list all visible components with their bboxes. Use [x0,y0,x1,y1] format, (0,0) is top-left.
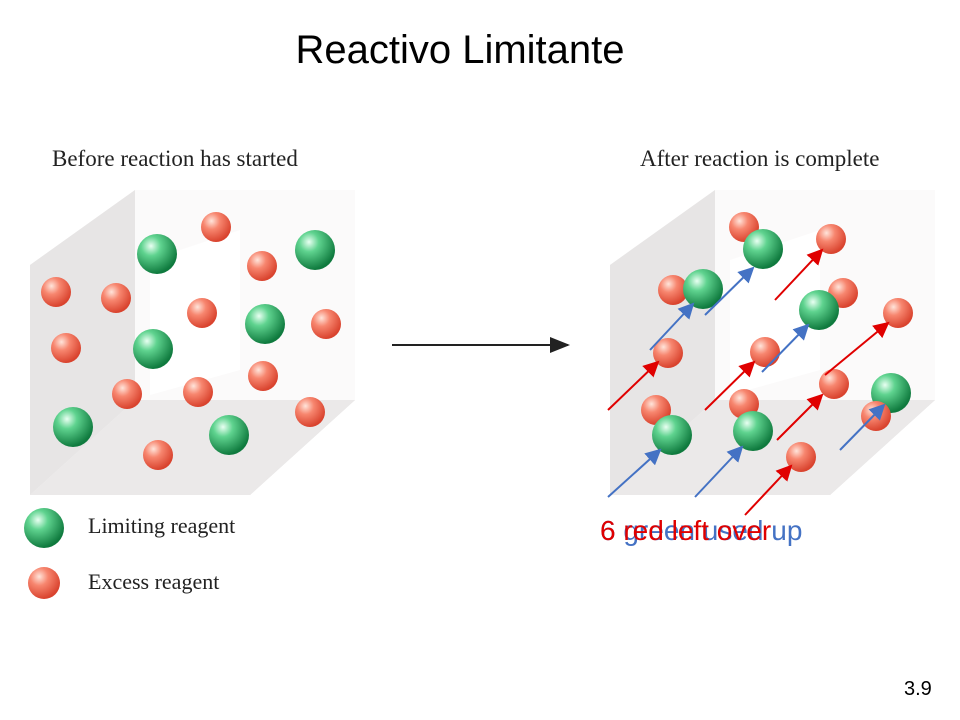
blue-arrow [839,403,886,451]
red-sphere [750,337,780,367]
red-arrow [824,321,890,376]
green-sphere [295,230,335,270]
red-sphere [883,298,913,328]
green-sphere [133,329,173,369]
red-sphere [653,338,683,368]
annotation-red-left-over: 6 red left over [600,515,772,546]
red-sphere [112,379,142,409]
red-sphere [658,275,688,305]
green-sphere [209,415,249,455]
red-sphere [816,224,846,254]
red-sphere [819,369,849,399]
before-spheres [41,212,341,470]
red-sphere [861,401,891,431]
red-sphere [248,361,278,391]
green-sphere [743,229,783,269]
red-arrow [744,464,793,516]
red-sphere [183,377,213,407]
blue-arrow [704,266,755,316]
red-sphere [295,397,325,427]
after-caption: After reaction is complete [640,146,880,171]
red-arrow [607,360,660,411]
green-sphere [733,411,773,451]
green-sphere [799,290,839,330]
after-spheres [641,212,913,472]
red-sphere [187,298,217,328]
legend-excess: Excess reagent [70,569,219,595]
red-arrow [776,393,824,441]
red-arrow [774,248,824,301]
green-sphere [245,304,285,344]
green-sphere [53,407,93,447]
legend-limiting-label: Limiting reagent [88,513,236,538]
blue-arrow [607,448,662,498]
red-sphere [143,440,173,470]
red-sphere [51,333,81,363]
blue-arrow [649,302,695,351]
red-arrow [704,360,756,411]
legend-red-sphere-icon [28,567,60,599]
legend-limiting: Limiting reagent [70,513,235,539]
green-sphere [137,234,177,274]
blue-arrows [607,266,886,498]
red-sphere [41,277,71,307]
red-sphere [786,442,816,472]
legend-green-sphere-icon [24,508,64,548]
slide-title: Reactivo Limitante [295,28,625,72]
red-sphere [101,283,131,313]
green-sphere [683,269,723,309]
red-sphere [201,212,231,242]
slide-number: 3.9 [904,678,932,700]
before-caption: Before reaction has started [52,146,298,171]
red-sphere [247,251,277,281]
legend-excess-label: Excess reagent [88,569,220,594]
blue-arrow [761,323,810,373]
blue-arrow [694,445,744,498]
green-sphere [652,415,692,455]
red-arrows [607,248,890,516]
annotation-green-used-up: 6 green used up [600,515,803,546]
red-sphere [311,309,341,339]
